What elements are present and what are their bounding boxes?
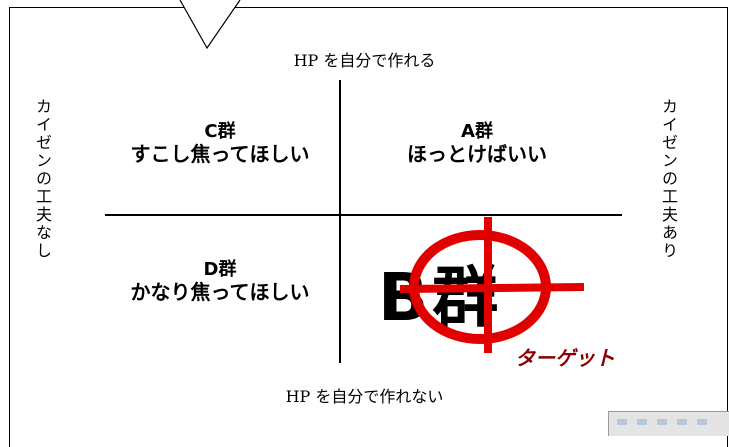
target-label: ターゲット [515, 346, 615, 370]
quadrant-c: C群 すこし焦ってほしい [106, 121, 334, 166]
quadrant-d-name: D群 [203, 259, 237, 280]
axis-label-top: HP を自分で作れる [293, 51, 436, 70]
quadrant-a-desc: ほっとけばいい [407, 141, 547, 166]
quadrant-a-name: A群 [461, 121, 493, 142]
axis-label-left: カイゼンの工夫なし [33, 98, 52, 260]
axis-label-bottom: HP を自分で作れない [285, 387, 444, 406]
thumbnail-preview[interactable] [608, 411, 729, 436]
quadrant-d: D群 かなり焦ってほしい [106, 259, 334, 304]
diagram-frame [9, 7, 728, 447]
quadrant-a: A群 ほっとけばいい [348, 121, 606, 166]
horizontal-axis [105, 214, 622, 216]
vertical-axis [339, 80, 341, 363]
quadrant-d-desc: かなり焦ってほしい [130, 279, 310, 304]
crosshair-target-icon [399, 217, 585, 353]
quadrant-c-name: C群 [204, 121, 236, 142]
axis-label-right: カイゼンの工夫あり [659, 98, 678, 260]
callout-notch [179, 0, 241, 50]
quadrant-c-desc: すこし焦ってほしい [130, 141, 310, 166]
